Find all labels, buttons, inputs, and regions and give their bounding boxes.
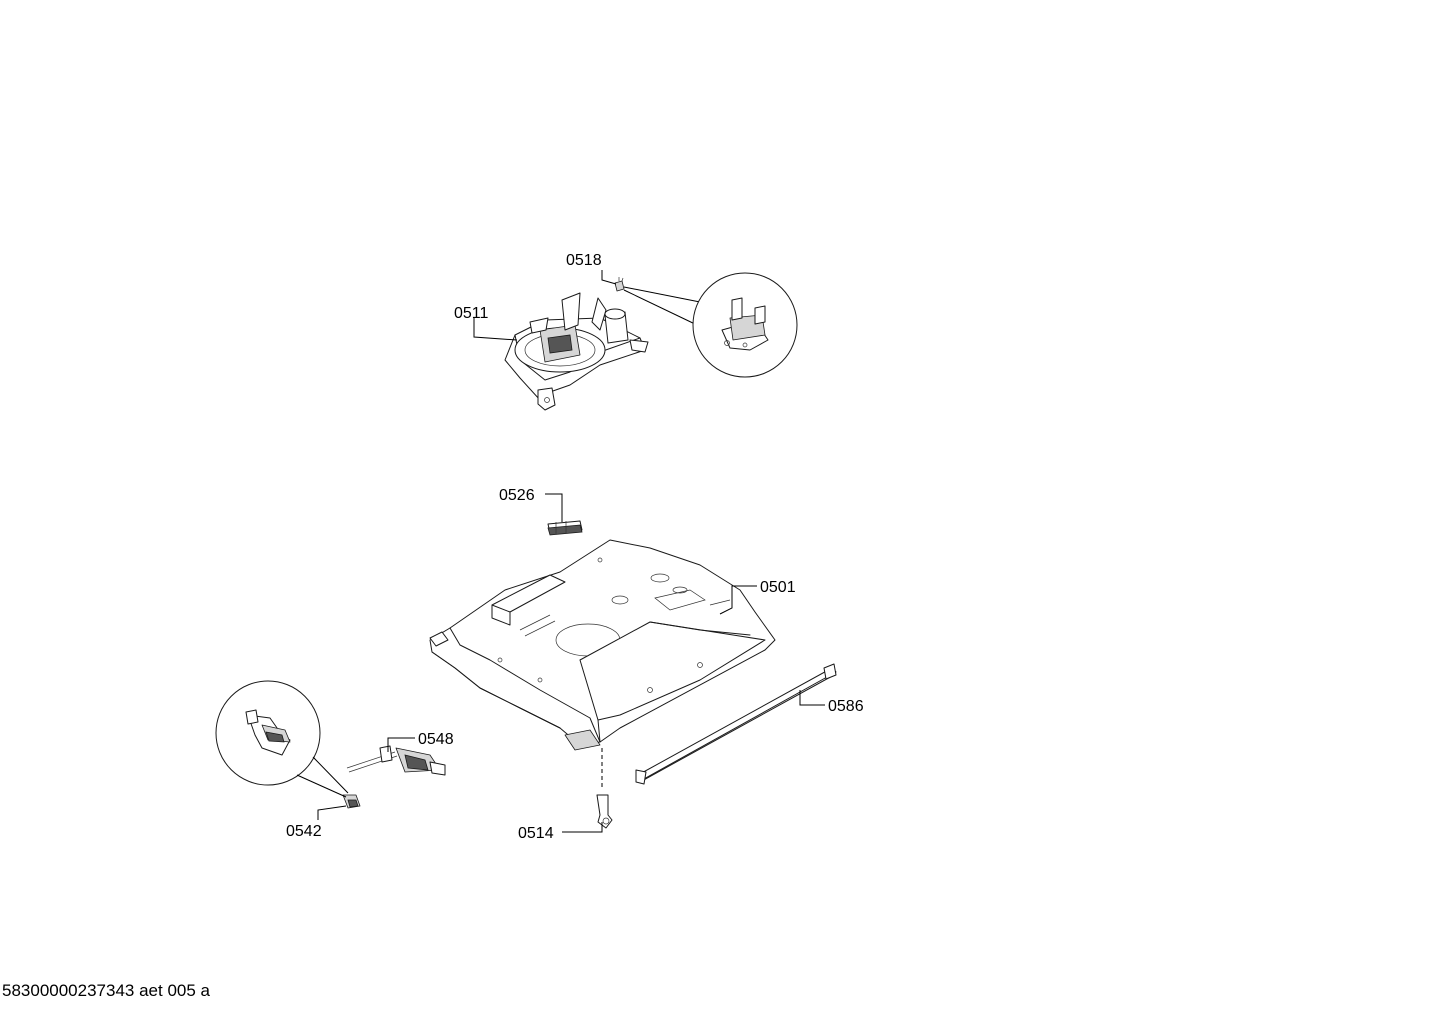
thermostat-detail-view xyxy=(623,272,798,378)
drawing-id: 58300000237343 aet 005 a xyxy=(2,981,210,1000)
thermostat-0518[interactable] xyxy=(614,277,625,292)
label-0526: 0526 xyxy=(499,487,535,504)
label-0514: 0514 xyxy=(518,825,554,842)
label-0586: 0586 xyxy=(828,698,864,715)
bracket-0526[interactable] xyxy=(547,520,583,536)
switch-0548[interactable] xyxy=(346,745,446,776)
hook-0514[interactable] xyxy=(596,748,613,829)
rail-0586[interactable] xyxy=(635,663,837,785)
base-plate-0501[interactable] xyxy=(429,539,776,751)
fan-motor-assembly[interactable] xyxy=(504,292,649,411)
label-0542: 0542 xyxy=(286,823,322,840)
label-0548: 0548 xyxy=(418,731,454,748)
label-0501: 0501 xyxy=(760,579,796,596)
micro-switch-0542[interactable] xyxy=(342,794,361,809)
micro-switch-detail-view xyxy=(215,680,349,798)
label-0518: 0518 xyxy=(566,252,602,269)
label-0511: 0511 xyxy=(454,305,489,322)
